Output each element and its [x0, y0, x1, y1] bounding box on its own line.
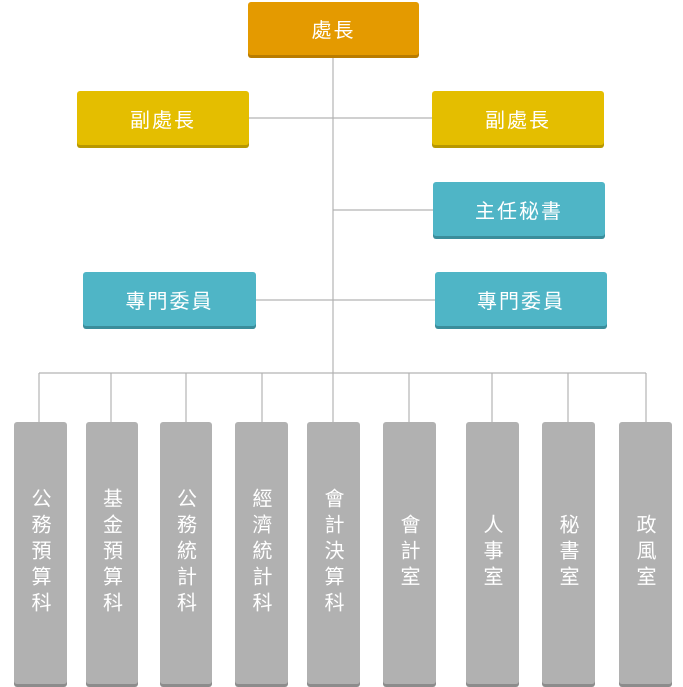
specialist-box-right: 專門委員: [435, 272, 607, 326]
specialist-box-left: 專門委員: [83, 272, 256, 326]
unit-box-public-statistics: 公務統計科: [160, 422, 212, 684]
unit-box-accounting-final: 會計決算科: [307, 422, 360, 684]
chief-secretary-box: 主任秘書: [433, 182, 605, 236]
unit-box-economic-statistics: 經濟統計科: [235, 422, 288, 684]
deputy-director-box-left: 副處長: [77, 91, 249, 145]
unit-box-personnel-office: 人事室: [466, 422, 519, 684]
unit-box-fund-budget: 基金預算科: [86, 422, 138, 684]
director-box: 處長: [248, 2, 419, 55]
unit-box-ethics-office: 政風室: [619, 422, 672, 684]
unit-box-secretariat: 秘書室: [542, 422, 595, 684]
unit-box-public-budget: 公務預算科: [14, 422, 67, 684]
unit-box-accounting-office: 會計室: [383, 422, 436, 684]
deputy-director-box-right: 副處長: [432, 91, 604, 145]
